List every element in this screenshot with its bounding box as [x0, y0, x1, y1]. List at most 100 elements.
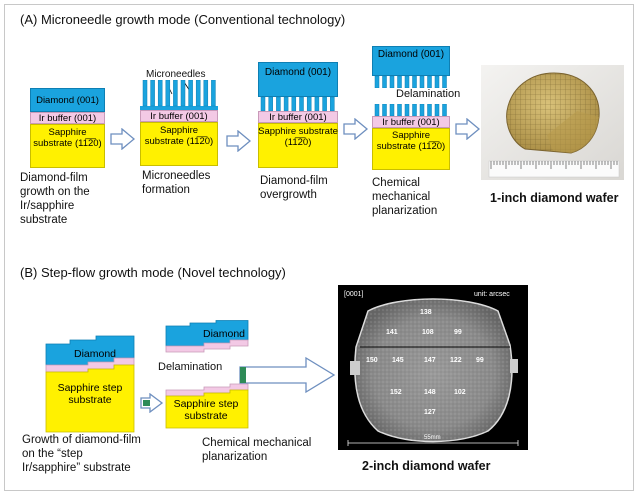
a2-microneedles-svg — [140, 80, 218, 110]
a1-ir-layer — [30, 112, 105, 124]
map-value: 147 — [424, 357, 436, 364]
figure-border — [4, 4, 634, 491]
microneedle — [299, 97, 304, 111]
a1-diamond-label: Diamond (001) — [36, 95, 99, 106]
map-value: 150 — [366, 357, 378, 364]
microneedle — [412, 104, 417, 116]
microneedle — [404, 76, 410, 88]
a4-diamond-layer — [372, 46, 450, 76]
map-value: 141 — [386, 329, 398, 336]
a1-diamond-layer — [30, 88, 105, 112]
microneedle — [374, 76, 380, 88]
a2-caption: Microneedles formation — [142, 170, 211, 196]
microneedle — [203, 80, 209, 107]
a2-needle-base — [140, 106, 218, 110]
map-value: 148 — [424, 389, 436, 396]
b2-sapphire-label: Sapphire step substrate — [173, 398, 239, 422]
b1-sapphire-layer — [45, 364, 135, 433]
map-value: 99 — [454, 329, 462, 336]
a4-ir-layer — [372, 116, 450, 128]
a4-needle-group-bottom — [374, 104, 447, 116]
a2-needle-group — [142, 80, 216, 107]
b-arrow-1 — [140, 393, 164, 413]
a1-sapphire-layer — [30, 124, 105, 168]
one-inch-wafer-photo — [481, 65, 624, 180]
microneedle — [276, 97, 281, 111]
microneedle — [389, 104, 395, 116]
microneedle — [268, 97, 273, 111]
microneedle — [195, 80, 201, 107]
a3-diamond-label: Diamond (001) — [264, 67, 332, 78]
microneedle — [157, 80, 163, 107]
a3-ir-layer — [258, 111, 338, 123]
a4-diamond-label: Diamond (001) — [377, 49, 445, 60]
map-value: 122 — [450, 357, 462, 364]
microneedle — [173, 80, 178, 107]
map-value: 152 — [390, 389, 402, 396]
a3-caption: Diamond-film overgrowth — [260, 175, 328, 201]
microneedle — [434, 76, 440, 88]
a2-microneedles-label: Microneedles — [146, 69, 206, 80]
a-arrow-2 — [226, 130, 252, 152]
microneedle — [442, 76, 447, 88]
a1-ir-label: Ir buffer (001) — [38, 113, 97, 124]
section-b-heading: (B) Step-flow growth mode (Novel technol… — [20, 265, 286, 280]
b2-stack-svg — [165, 320, 249, 429]
b2-caption: Chemical mechanical planarization — [202, 437, 312, 463]
microneedle — [291, 97, 297, 111]
microneedle — [419, 76, 425, 88]
a3-needle-group — [260, 97, 335, 111]
a4-needle-group-top — [374, 76, 447, 88]
microneedle — [314, 97, 320, 111]
b-result-caption: 2-inch diamond wafer — [362, 459, 491, 473]
map-orientation-label: [0001] — [344, 291, 364, 298]
map-notch-left — [350, 361, 360, 375]
a1-sapphire-label: Sapphire substrate (11̅2̅0) — [33, 127, 102, 149]
a3-diamond-layer — [258, 62, 338, 97]
a4-caption: Chemical mechanical planarization — [372, 177, 438, 217]
microneedle — [442, 104, 447, 116]
map-value: 102 — [454, 389, 466, 396]
microneedle — [330, 97, 335, 111]
a-arrow-3 — [343, 118, 369, 140]
map-scale-label: 55mm — [424, 435, 441, 441]
microneedle — [165, 80, 171, 107]
section-a-heading: (A) Microneedle growth mode (Conventiona… — [20, 12, 346, 27]
a-arrow-4 — [455, 118, 481, 140]
a-result-caption: 1-inch diamond wafer — [490, 191, 619, 205]
a-arrow-1 — [110, 128, 136, 150]
microneedle — [412, 76, 417, 88]
b2-delamination-label: Delamination — [158, 361, 223, 373]
a4-sapphire-layer — [372, 128, 450, 170]
a2-sapphire-label: Sapphire substrate (11̅2̅0) — [144, 125, 214, 147]
a3-sapphire-layer — [258, 123, 338, 168]
map-value: 99 — [476, 357, 484, 364]
a4-ir-label: Ir buffer (001) — [382, 117, 440, 128]
microneedle — [382, 104, 387, 116]
microneedle — [404, 104, 410, 116]
microneedle — [322, 97, 327, 111]
b2-ir-layer-top — [165, 339, 249, 353]
microneedle — [397, 104, 402, 116]
map-svg — [347, 298, 519, 446]
a2-sapphire-layer — [140, 122, 218, 166]
a4-sapphire-label: Sapphire substrate (11̅2̅0) — [376, 130, 446, 152]
microneedle — [434, 104, 440, 116]
b1-diamond-label: Diamond — [73, 348, 117, 360]
map-value: 108 — [422, 329, 434, 336]
microneedle — [397, 76, 402, 88]
microneedle — [306, 97, 312, 111]
a4-bottom-needle-svg — [374, 104, 447, 116]
a3-needle-svg — [260, 97, 335, 111]
microneedle — [283, 97, 289, 111]
microneedle — [419, 104, 425, 116]
map-value: 145 — [392, 357, 404, 364]
map-value: 127 — [424, 409, 436, 416]
b1-sapphire-label: Sapphire step substrate — [57, 382, 123, 406]
a4-top-needle-svg — [374, 76, 447, 88]
ruler-ticks — [490, 161, 618, 169]
microneedle — [211, 80, 216, 107]
microneedle — [188, 80, 193, 107]
b1-caption: Growth of diamond-film on the “step Ir/s… — [22, 434, 141, 474]
